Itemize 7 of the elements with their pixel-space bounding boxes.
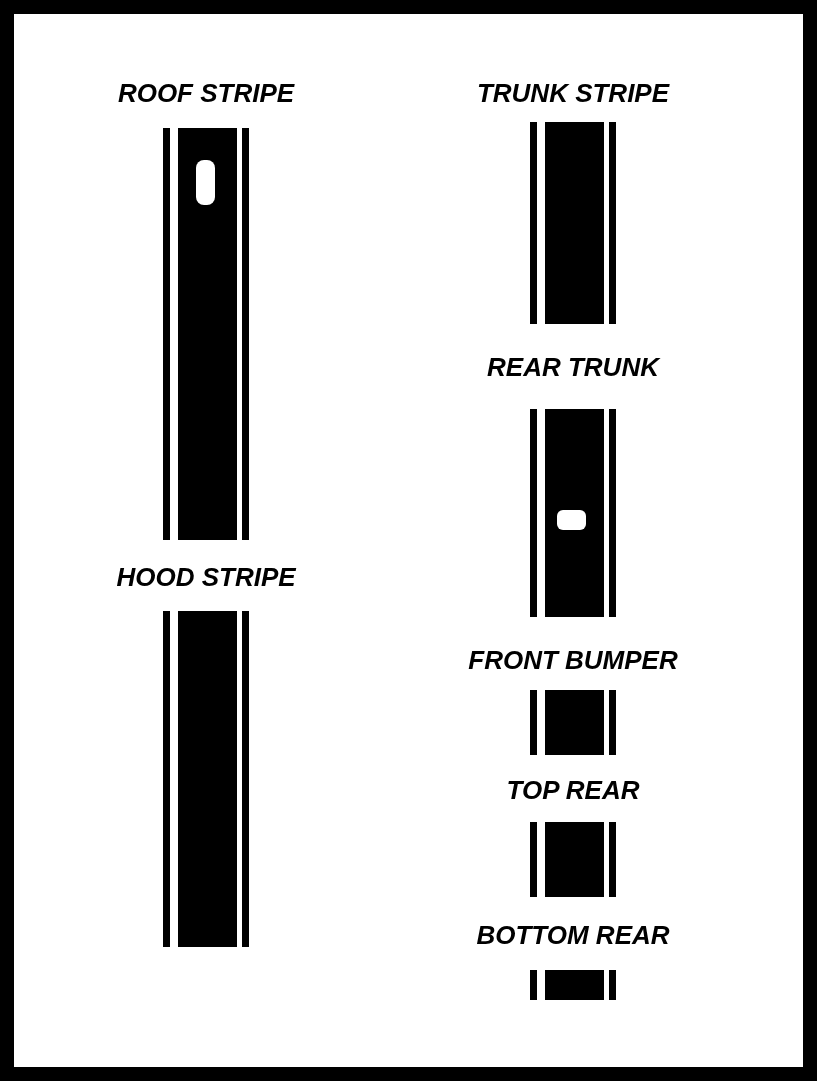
stripe-label: HOOD STRIPE — [116, 561, 296, 594]
stripe-label: BOTTOM REAR — [476, 919, 670, 952]
stripe-label: REAR TRUNK — [487, 351, 659, 384]
stripe-label: TRUNK STRIPE — [476, 77, 670, 110]
stripe-label: TOP REAR — [506, 774, 640, 807]
stripe-label: ROOF STRIPE — [117, 77, 295, 110]
stripe-label: FRONT BUMPER — [468, 644, 678, 677]
